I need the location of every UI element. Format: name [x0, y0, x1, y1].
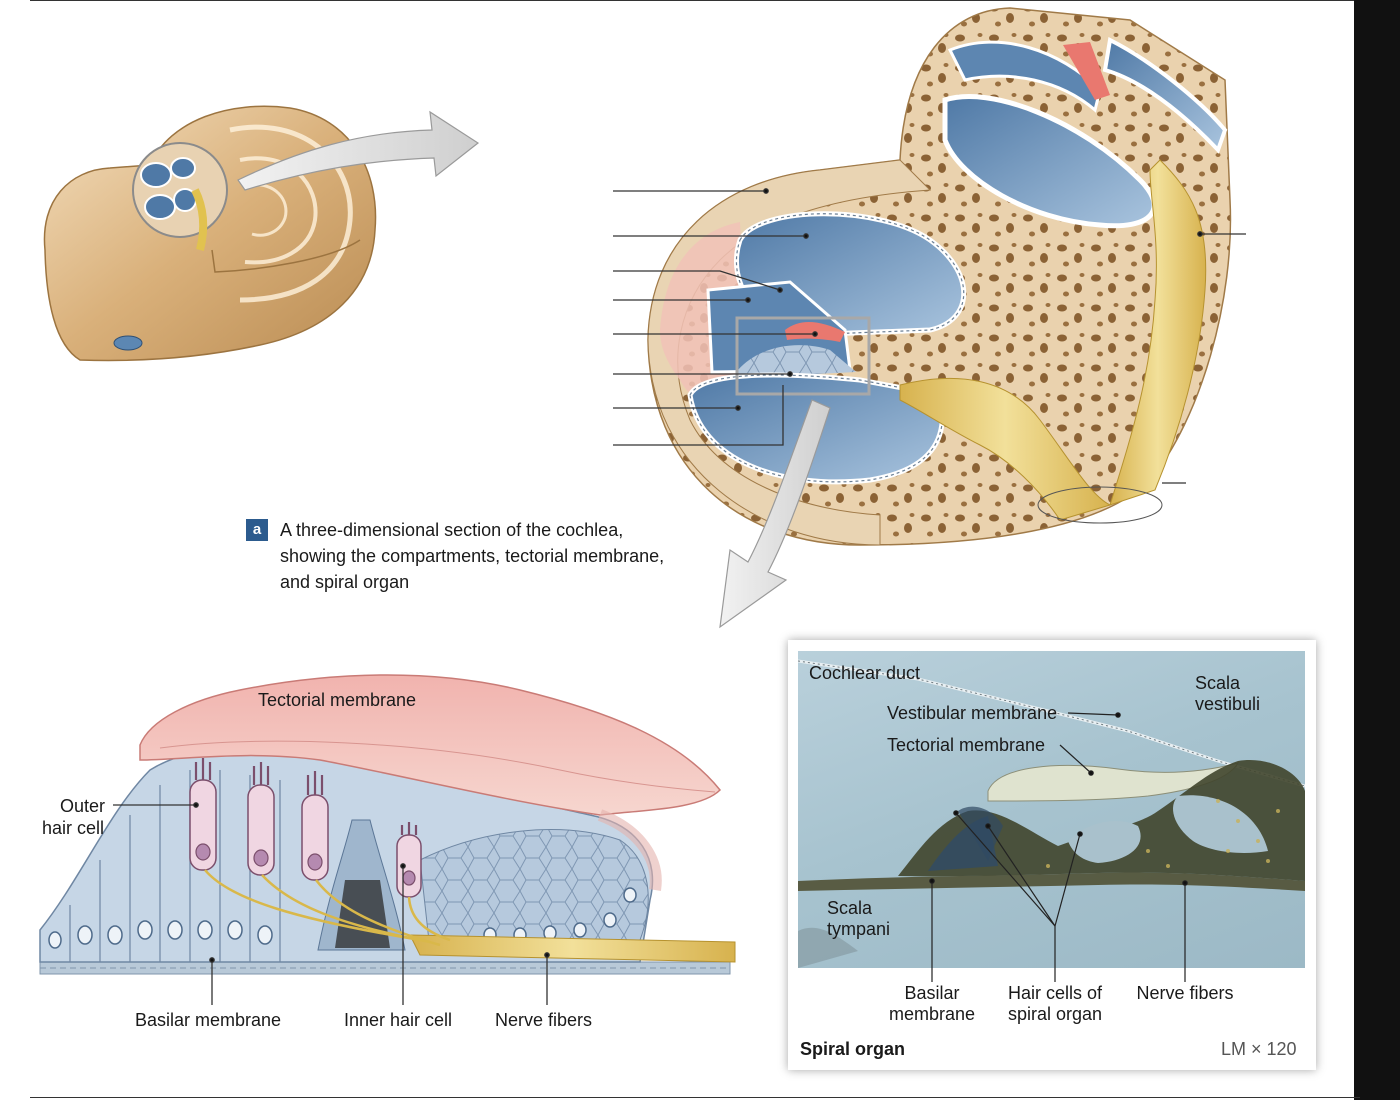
- zoom-arrow-top: [237, 110, 480, 191]
- label-inner-hair-cell: Inner hair cell: [344, 1010, 453, 1030]
- micro-label-scala-tympani-2: tympani: [827, 919, 891, 939]
- bottom-rule: [30, 1097, 1360, 1098]
- micro-label-hair-cells-1: Hair cells of: [1007, 983, 1103, 1003]
- label-outer-hair-cell-1: Outer: [60, 796, 106, 816]
- cochlea-section: [613, 7, 1232, 546]
- micro-label-scala-vestibuli-1: Scala: [1195, 673, 1241, 693]
- page-edge: [1354, 0, 1400, 1100]
- micrograph-magnification: LM × 120: [1221, 1039, 1297, 1059]
- micro-label-tectorial-membrane: Tectorial membrane: [887, 735, 1046, 755]
- zoom-arrow-down: [719, 399, 831, 629]
- micrograph-image: [798, 651, 1305, 968]
- micro-label-basilar-1: Basilar: [904, 983, 960, 1003]
- micro-label-nerve-fibers: Nerve fibers: [1136, 983, 1234, 1003]
- micro-label-cochlear-duct: Cochlear duct: [809, 663, 921, 683]
- cochlea-overview: [43, 105, 377, 362]
- spiral-organ-detail: [39, 674, 736, 1005]
- caption-badge: a: [246, 519, 268, 541]
- micro-label-hair-cells-2: spiral organ: [1007, 1004, 1103, 1024]
- label-nerve-fibers: Nerve fibers: [495, 1010, 593, 1030]
- top-rule: [30, 0, 1360, 1]
- caption-text: A three-dimensional section of the cochl…: [280, 520, 665, 592]
- label-outer-hair-cell-2: hair cell: [42, 818, 105, 838]
- label-tectorial-membrane: Tectorial membrane: [258, 690, 417, 710]
- micro-label-scala-tympani-1: Scala: [827, 898, 873, 918]
- micrograph-tissue: [798, 659, 1305, 968]
- section-leader-lines: [613, 188, 1246, 484]
- micro-label-vestibular-membrane: Vestibular membrane: [887, 703, 1058, 723]
- label-basilar-membrane: Basilar membrane: [135, 1010, 282, 1030]
- micro-label-basilar-2: membrane: [888, 1004, 976, 1024]
- micrograph-title: Spiral organ: [800, 1039, 906, 1059]
- micro-label-scala-vestibuli-2: vestibuli: [1195, 694, 1261, 714]
